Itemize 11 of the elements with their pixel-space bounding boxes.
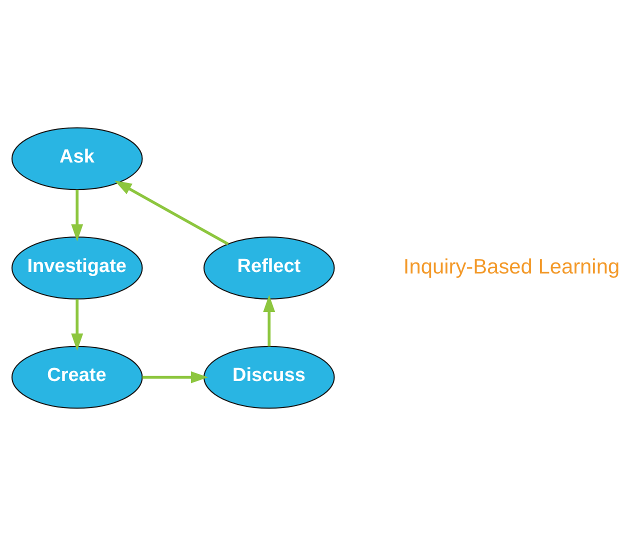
node-ellipse: Reflect (203, 236, 335, 299)
arrow (71, 189, 84, 241)
node-ellipse: Discuss (203, 345, 335, 408)
arrow (142, 370, 208, 383)
arrow (263, 294, 276, 346)
arrow (114, 180, 229, 245)
label: Inquiry-Based Learning (403, 254, 620, 278)
node-ellipse: Create (11, 345, 143, 408)
node-ellipse: Investigate (11, 236, 143, 299)
node-ellipse: Ask (11, 126, 143, 190)
arrow (71, 298, 84, 350)
